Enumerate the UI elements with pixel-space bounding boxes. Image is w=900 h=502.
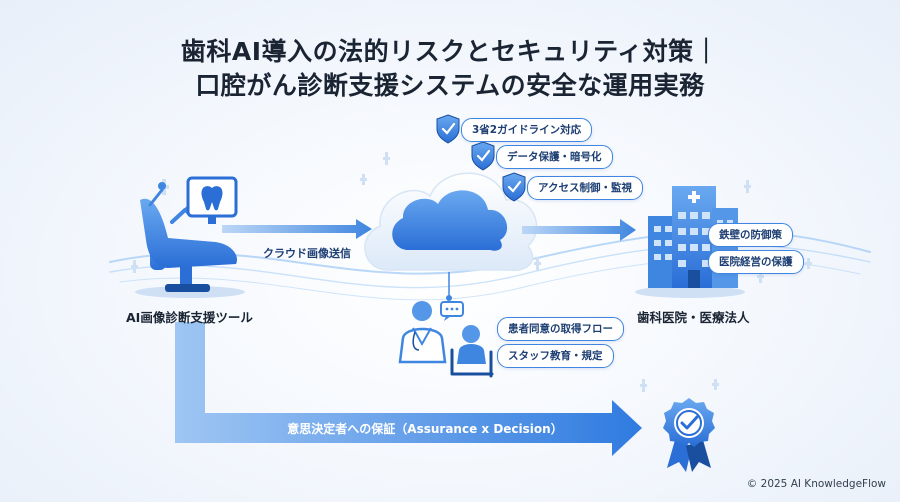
bottom-arrow-label: 意思決定者への保証（Assurance x Decision） (287, 421, 562, 436)
copyright-text: © 2025 AI KnowledgeFlow (746, 478, 886, 490)
arrow-cloud-to-hospital (522, 219, 636, 241)
consult-tag-consent: 患者同意の取得フロー (497, 317, 624, 341)
dental-chair-icon (135, 182, 245, 298)
hospital-tag-management: 医院経営の保護 (708, 250, 804, 274)
consult-tag-training: スタッフ教育・規定 (497, 344, 614, 368)
hospital-building-icon (635, 186, 745, 298)
shield-icon (502, 172, 526, 202)
left-node-label: AI画像診断支援ツール (126, 310, 253, 325)
award-badge-icon (663, 398, 715, 472)
cloud-link-line (446, 272, 452, 301)
cloud-transfer-label: クラウド画像送信 (263, 247, 351, 260)
cloud-tag-data-protection: データ保護・暗号化 (496, 145, 613, 169)
page-title-line-1: 歯科AI導入の法的リスクとセキュリティ対策｜ (180, 37, 720, 66)
cloud-tag-guideline: 3省2ガイドライン対応 (461, 118, 593, 142)
chat-bubble-icon (440, 301, 464, 321)
hospital-node-label: 歯科医院・医療法人 (637, 310, 750, 325)
patient-icon (450, 325, 494, 378)
hospital-tag-defense: 鉄壁の防御策 (708, 223, 793, 247)
cloud-icon (364, 172, 538, 271)
doctor-icon (398, 301, 447, 364)
cloud-tag-access-control: アクセス制御・監視 (527, 176, 643, 200)
tooth-monitor-icon (186, 176, 238, 224)
arrow-left-to-cloud (222, 219, 372, 239)
page-title-line-2: 口腔がん診断支援システムの安全な運用実務 (195, 71, 705, 100)
shield-icon (436, 114, 460, 144)
assurance-arrow (175, 322, 642, 456)
shield-icon (471, 141, 495, 171)
